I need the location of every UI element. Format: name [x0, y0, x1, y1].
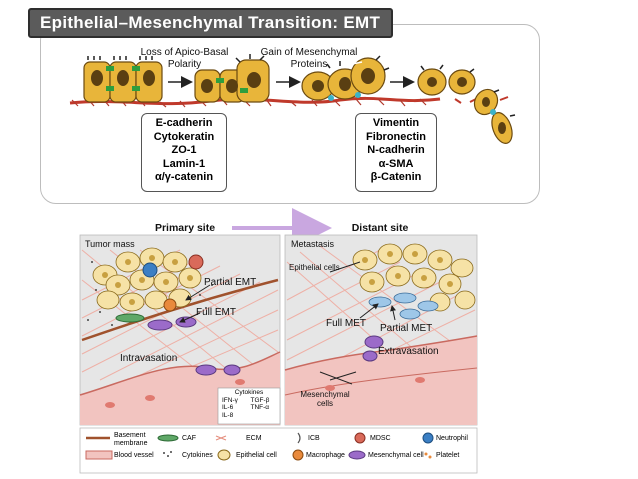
- legend-item: ECM: [246, 435, 262, 442]
- legend: Basement membrane CAF ECM ICB MDSC Neutr…: [80, 428, 477, 473]
- full-emt-label: Full EMT: [196, 307, 236, 318]
- distant-site-label: Distant site: [351, 222, 409, 234]
- legend-item: Macrophage: [306, 452, 345, 459]
- cytokine-item: TGF-β: [250, 396, 270, 404]
- legend-item: Platelet: [436, 452, 460, 459]
- legend-item: Epithelial cell: [236, 452, 277, 459]
- epithelial-marker-list: E-cadherin Cytokeratin ZO-1 Lamin-1 α/γ-…: [141, 113, 227, 192]
- mesenchymal-marker: N-cadherin: [367, 144, 425, 156]
- metastasis-cells: [352, 243, 476, 362]
- cytokines-panel: Cytokines IFN-γ IL-6 IL-8 TGF-β TNF-α: [219, 389, 279, 423]
- epithelial-marker: Lamin-1: [162, 157, 206, 170]
- epithelial-cells-label: Epithelial cells: [289, 263, 340, 272]
- full-met-label: Full MET: [326, 318, 366, 329]
- legend-item: Cytokines: [182, 452, 213, 459]
- partial-emt-label: Partial EMT: [204, 277, 257, 288]
- mesenchymal-marker: β-Catenin: [370, 171, 422, 183]
- loss-polarity-label: Loss of Apico-Basal Polarity: [140, 47, 229, 70]
- mesenchymal-cells-label: Mesenchymal cells: [300, 390, 350, 408]
- legend-item: CAF: [182, 435, 196, 442]
- cytokine-dots: [87, 261, 213, 326]
- cytokine-item: IL-8: [222, 411, 234, 419]
- mesenchymal-marker: α-SMA: [378, 157, 414, 170]
- legend-item: Basement membrane: [114, 432, 148, 447]
- legend-item: Mesenchymal cell: [368, 452, 424, 459]
- tumor-mass-label: Tumor mass: [85, 239, 135, 249]
- metastasis-label: Metastasis: [291, 239, 335, 249]
- primary-site-label: Primary site: [154, 222, 216, 234]
- legend-item: ICB: [308, 435, 320, 442]
- mesenchymal-marker: Fibronectin: [366, 130, 426, 143]
- extravasation-label: Extravasation: [378, 346, 439, 357]
- legend-item: Blood vessel: [114, 452, 154, 459]
- mesenchymal-marker-list: Vimentin Fibronectin N-cadherin α-SMA β-…: [355, 113, 437, 192]
- epithelial-marker: α/γ-catenin: [154, 171, 214, 183]
- partial-met-label: Partial MET: [380, 323, 433, 334]
- epithelial-marker: ZO-1: [171, 144, 197, 156]
- epithelial-marker: Cytokeratin: [153, 130, 215, 143]
- cytokine-item: IFN-γ: [222, 396, 238, 404]
- gain-mesenchymal-label: Gain of Mesenchymal Proteins: [260, 47, 358, 70]
- epithelial-marker: E-cadherin: [155, 117, 213, 129]
- legend-item: MDSC: [370, 435, 391, 442]
- mesenchymal-marker: Vimentin: [372, 117, 420, 129]
- cytokine-item: TNF-α: [250, 404, 270, 411]
- cytokines-title: Cytokines: [234, 389, 264, 396]
- intravasation-label: Intravasation: [120, 353, 178, 364]
- page-title: Epithelial–Mesenchymal Transition: EMT: [28, 8, 393, 38]
- legend-item: Neutrophil: [436, 435, 468, 442]
- cytokine-item: IL-6: [222, 404, 234, 411]
